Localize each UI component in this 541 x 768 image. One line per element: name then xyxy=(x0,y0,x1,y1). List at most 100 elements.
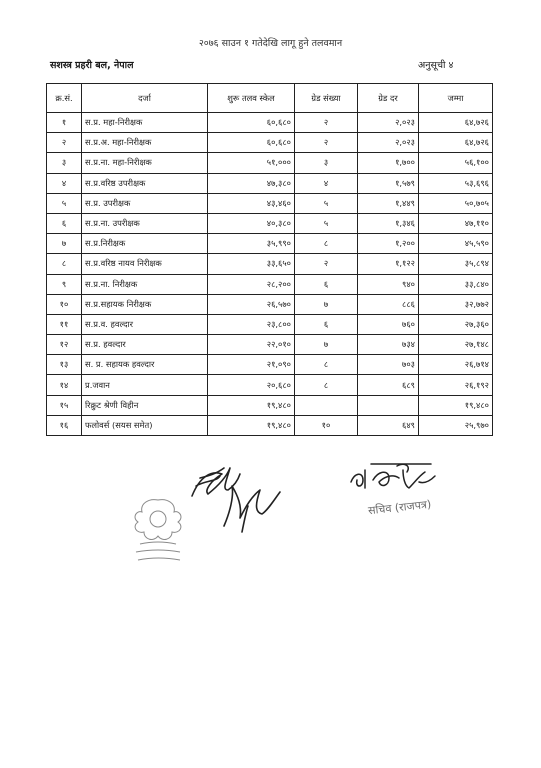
cell-serial: १६ xyxy=(46,414,82,437)
cell-grade-count: ५ xyxy=(294,192,358,214)
cell-grade-count: ८ xyxy=(294,374,358,396)
cell-grade-count: ६ xyxy=(294,273,358,295)
cell-rank: स.प्र.ना. महा-निरीक्षक xyxy=(81,152,208,174)
cell-rank: स.प्र.ना. उपरीक्षक xyxy=(81,212,208,235)
cell-serial: १४ xyxy=(46,374,82,396)
official-stamp xyxy=(134,499,182,561)
cell-serial: ३ xyxy=(46,152,82,174)
cell-grade-count: ८ xyxy=(294,233,358,255)
table-header: क्र.सं. दर्जा शुरू तलव स्केल ग्रेड संख्य… xyxy=(46,83,493,113)
cell-grade-rate: १,४४९ xyxy=(357,192,419,214)
cell-rank: स.प्र. महा-निरीक्षक xyxy=(81,111,208,134)
cell-grade-rate: ७६० xyxy=(357,313,419,336)
cell-start-scale: १९,४८० xyxy=(207,394,295,416)
cell-start-scale: २०,६८० xyxy=(207,374,295,396)
cell-grade-rate: २,०२३ xyxy=(357,132,419,154)
cell-total: ३५,८९४ xyxy=(418,253,493,275)
organization-name: सशस्त्र प्रहरी बल, नेपाल xyxy=(50,60,134,71)
col-start-scale: शुरू तलव स्केल xyxy=(207,83,295,113)
cell-serial: २ xyxy=(46,132,82,154)
cell-total: ४७,११० xyxy=(418,212,493,235)
cell-grade-rate: ९४० xyxy=(357,273,419,295)
cell-grade-rate: ६८९ xyxy=(357,374,419,396)
cell-serial: ७ xyxy=(46,233,82,255)
cell-total: ३३,८४० xyxy=(418,273,493,295)
cell-serial: ४ xyxy=(46,172,82,194)
cell-rank: स.प्र.वरिष्ठ उपरीक्षक xyxy=(81,172,208,194)
salary-table: क्र.सं. दर्जा शुरू तलव स्केल ग्रेड संख्य… xyxy=(46,83,493,437)
cell-start-scale: ४०,३८० xyxy=(207,212,295,235)
cell-serial: १० xyxy=(46,293,82,315)
cell-serial: १ xyxy=(46,111,82,134)
cell-grade-rate: १,३४६ xyxy=(357,212,419,235)
cell-serial: ९ xyxy=(46,273,82,295)
cell-total: १९,४८० xyxy=(418,394,493,416)
header-row: क्र.सं. दर्जा शुरू तलव स्केल ग्रेड संख्य… xyxy=(46,83,493,113)
cell-total: ६४,७२६ xyxy=(418,132,493,154)
col-rank: दर्जा xyxy=(81,83,208,113)
cell-grade-rate: १,२०० xyxy=(357,233,419,255)
cell-total: २६,१९२ xyxy=(418,374,493,396)
cell-serial: ८ xyxy=(46,253,82,275)
cell-grade-count: ३ xyxy=(294,152,358,174)
col-grade-rate: ग्रेड दर xyxy=(357,83,419,113)
cell-grade-count: ८ xyxy=(294,354,358,376)
col-serial: क्र.सं. xyxy=(46,83,82,113)
cell-total: २७,१४८ xyxy=(418,334,493,356)
cell-total: ५६,१०० xyxy=(418,152,493,174)
cell-start-scale: ५१,००० xyxy=(207,152,295,174)
cell-grade-rate xyxy=(357,394,419,416)
cell-start-scale: ३३,६५० xyxy=(207,253,295,275)
cell-start-scale: ४७,३८० xyxy=(207,172,295,194)
cell-grade-count: २ xyxy=(294,132,358,154)
cell-start-scale: २८,२०० xyxy=(207,273,295,295)
cell-start-scale: १९,४८० xyxy=(207,414,295,437)
cell-rank: स.प्र.ना. निरीक्षक xyxy=(81,273,208,295)
cell-rank: स.प्र.व. हवल्दार xyxy=(81,313,208,336)
cell-serial: ११ xyxy=(46,313,82,336)
cell-rank: स.प्र. उपरीक्षक xyxy=(81,192,208,214)
page-title: २०७६ साउन १ गतेदेखि लागू हुने तलवमान xyxy=(198,38,343,49)
cell-grade-count: ६ xyxy=(294,313,358,336)
cell-rank: प्र.जवान xyxy=(81,374,208,396)
secretary-title: सचिव (राजपत्र) xyxy=(367,497,432,518)
cell-start-scale: २२,०१० xyxy=(207,334,295,356)
cell-rank: स. प्र. सहायक हवल्दार xyxy=(81,354,208,376)
cell-grade-rate: १,१२२ xyxy=(357,253,419,275)
cell-grade-rate: ७०३ xyxy=(357,354,419,376)
col-grade-count: ग्रेड संख्या xyxy=(294,83,358,113)
cell-serial: १३ xyxy=(46,354,82,376)
cell-start-scale: ६०,६८० xyxy=(207,132,295,154)
cell-rank: फलोवर्स (सयस समेत) xyxy=(81,414,208,437)
cell-grade-count: ७ xyxy=(294,334,358,356)
cell-grade-count: ४ xyxy=(294,172,358,194)
cell-rank: स.प्र.निरीक्षक xyxy=(81,233,208,255)
cell-rank: रिक्रुट श्रेणी विहीन xyxy=(81,394,208,416)
cell-total: ६४,७२६ xyxy=(418,111,493,134)
cell-grade-count xyxy=(294,394,358,416)
cell-grade-rate: १,७०० xyxy=(357,152,419,174)
signature-right xyxy=(350,463,436,489)
signature-left xyxy=(191,467,281,533)
cell-serial: १५ xyxy=(46,394,82,416)
cell-grade-rate: ६४९ xyxy=(357,414,419,437)
cell-start-scale: २१,०९० xyxy=(207,354,295,376)
cell-grade-rate: ७३४ xyxy=(357,334,419,356)
cell-rank: स.प्र. हवल्दार xyxy=(81,334,208,356)
cell-start-scale: २६,५७० xyxy=(207,293,295,315)
cell-start-scale: ४३,४६० xyxy=(207,192,295,214)
cell-grade-count: २ xyxy=(294,253,358,275)
